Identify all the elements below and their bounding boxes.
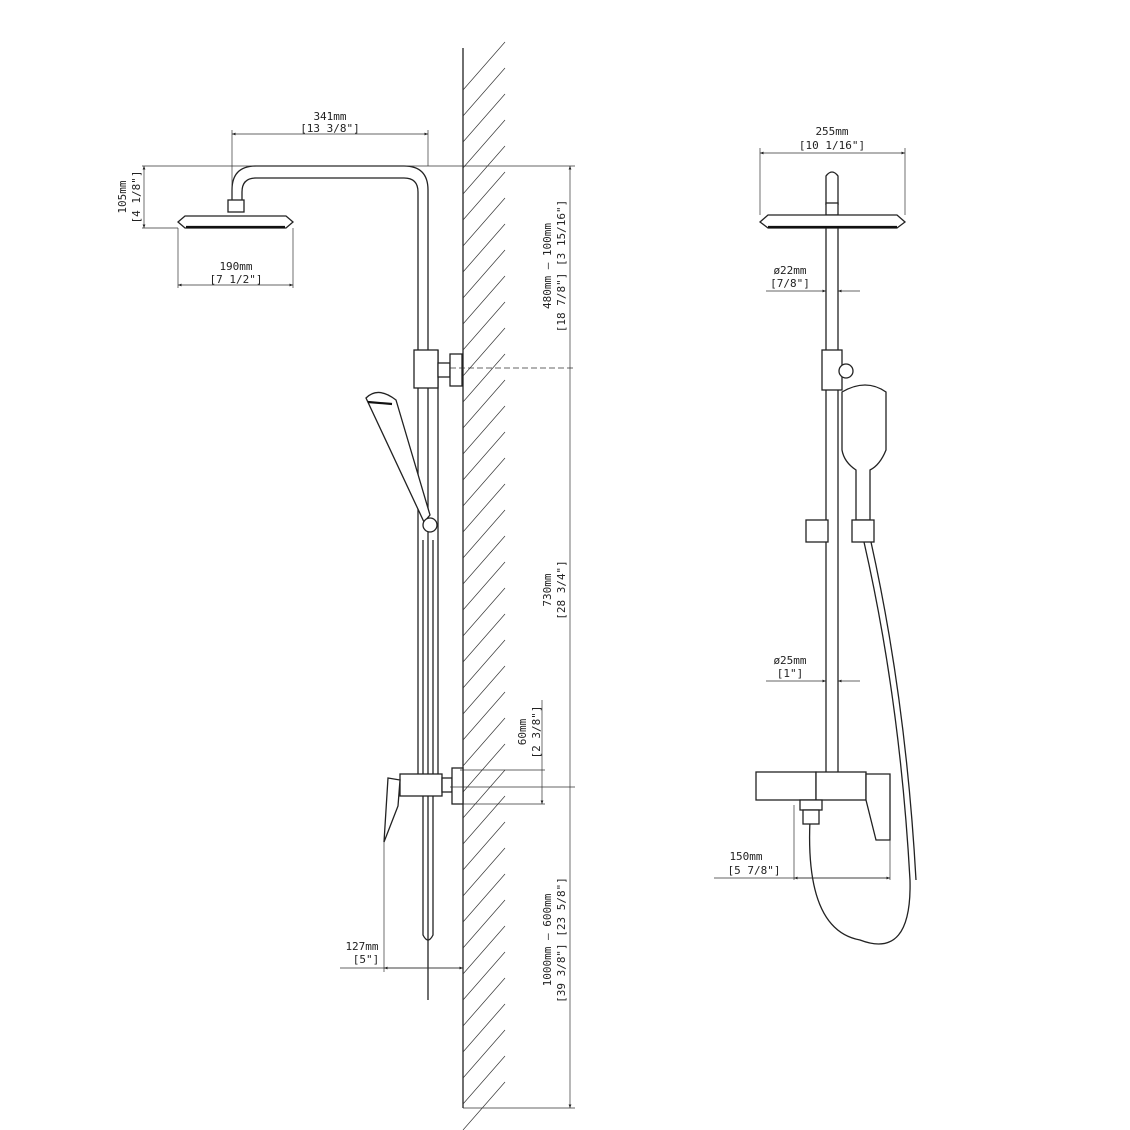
hatch-line [462,275,506,325]
label-rail-length-in: [28 3/4"] [555,560,568,620]
hatch-line [462,67,506,117]
hatch-line [462,171,506,221]
label-arm-reach-mm: 341mm [313,110,346,123]
hatch-line [462,249,506,299]
label-mixer-range-mm: 1000mm — 600mm [541,893,554,986]
hatch-line [462,847,506,897]
hatch-line [462,925,506,975]
hatch-line [462,795,506,845]
side-dimension-lines [142,130,575,1109]
hatch-line [462,743,506,793]
label-outlet-offset-in: [2 3/8"] [530,706,543,759]
label-upper-pipe-in: [7/8"] [770,277,810,290]
hatch-line [462,977,506,1027]
hatch-line [462,1081,506,1130]
hatch-line [462,561,506,611]
front-dimension-lines [714,148,906,880]
label-mixer-width-in: [5 7/8"] [728,864,781,877]
label-lower-pipe-in: [1"] [777,667,804,680]
hatch-line [462,145,506,195]
hatch-line [462,483,506,533]
label-mixer-range-in: [39 3/8"] [23 5/8"] [555,877,568,1003]
hatch-line [462,41,506,91]
label-lever-projection-mm: 127mm [345,940,378,953]
label-arm-reach-in: [13 3/8"] [300,122,360,135]
hatch-line [462,535,506,585]
label-front-head-width-in: [10 1/16"] [799,139,865,152]
hatch-line [462,769,506,819]
hatch-line [462,587,506,637]
hatch-line [462,301,506,351]
hatch-line [462,613,506,663]
label-head-height-mm: 105mm [116,180,129,213]
hatch-line [462,457,506,507]
side-view-shower [177,165,464,1000]
label-upper-pipe-mm: ø22mm [773,264,806,277]
hatch-line [462,431,506,481]
hatch-line [462,873,506,923]
hatch-line [462,405,506,455]
wall-section [462,41,506,1130]
hatch-line [462,1003,506,1053]
hatch-line [462,509,506,559]
label-outlet-offset-mm: 60mm [516,718,529,745]
hatch-line [462,899,506,949]
label-head-width-mm: 190mm [219,260,252,273]
hatch-line [462,951,506,1001]
hatch-line [462,119,506,169]
front-view-shower [755,171,917,945]
hatch-line [462,197,506,247]
hatch-line [462,1029,506,1079]
label-lower-pipe-mm: ø25mm [773,654,806,667]
label-upper-range-in: [18 7/8"] [3 15/16"] [555,200,568,332]
label-rail-length-mm: 730mm [541,573,554,606]
label-head-height-in: [4 1/8"] [130,171,143,224]
hatch-line [462,639,506,689]
hatch-line [462,353,506,403]
label-upper-range-mm: 480mm — 100mm [541,223,554,309]
hatch-line [462,223,506,273]
hatch-line [462,1055,506,1105]
hatch-line [462,691,506,741]
label-front-head-width-mm: 255mm [815,125,848,138]
hatch-line [462,665,506,715]
hatch-line [462,379,506,429]
hatch-line [462,93,506,143]
label-head-width-in: [7 1/2"] [210,273,263,286]
hatch-line [462,717,506,767]
label-lever-projection-in: [5"] [353,953,380,966]
label-mixer-width-mm: 150mm [729,850,762,863]
hatch-line [462,327,506,377]
hatch-line [462,821,506,871]
